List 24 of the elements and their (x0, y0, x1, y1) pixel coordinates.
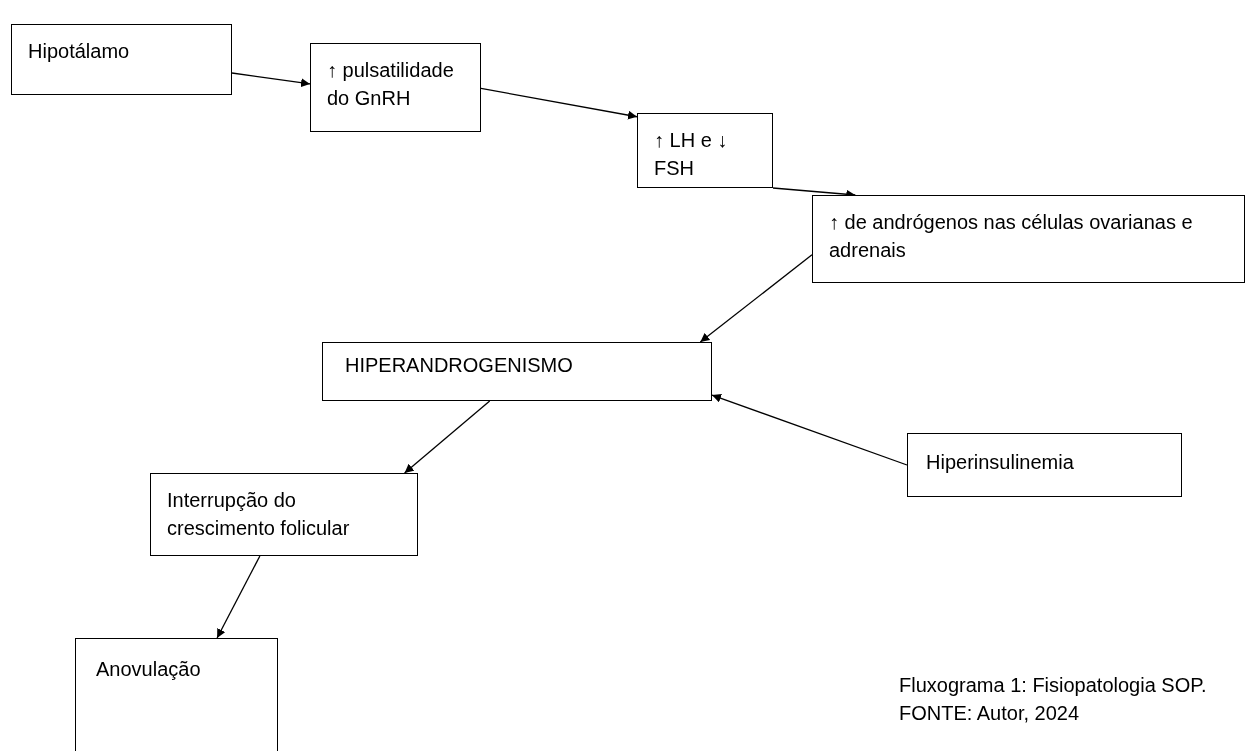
arrow (216, 555, 261, 639)
box-text: ↑ LH e ↓ FSH (654, 128, 729, 181)
box-text: HIPERANDROGENISMO (345, 353, 573, 378)
process-box (150, 473, 418, 556)
process-box (812, 195, 1245, 283)
arrow (699, 254, 813, 343)
caption: Fluxograma 1: Fisiopatologia SOP. (899, 673, 1207, 698)
process-box (322, 342, 712, 401)
box-text: Hiperinsulinemia (926, 450, 1074, 475)
arrow (711, 393, 908, 466)
process-box (637, 113, 773, 188)
arrow (403, 400, 491, 474)
arrow (231, 72, 311, 88)
box-text: Interrupção do crescimento folicular (167, 488, 351, 541)
box-text: Hipotálamo (28, 39, 130, 64)
source-note: FONTE: Autor, 2024 (899, 701, 1080, 726)
process-box (11, 24, 232, 95)
box-text: ↑ pulsatilidade do GnRH (327, 58, 455, 111)
arrow (480, 87, 638, 120)
box-text: ↑ de andrógenos nas células ovarianas e adrenais (829, 210, 1194, 263)
box-text: Anovulação (96, 657, 201, 682)
process-box (907, 433, 1182, 497)
process-box (310, 43, 481, 132)
process-box (75, 638, 278, 751)
